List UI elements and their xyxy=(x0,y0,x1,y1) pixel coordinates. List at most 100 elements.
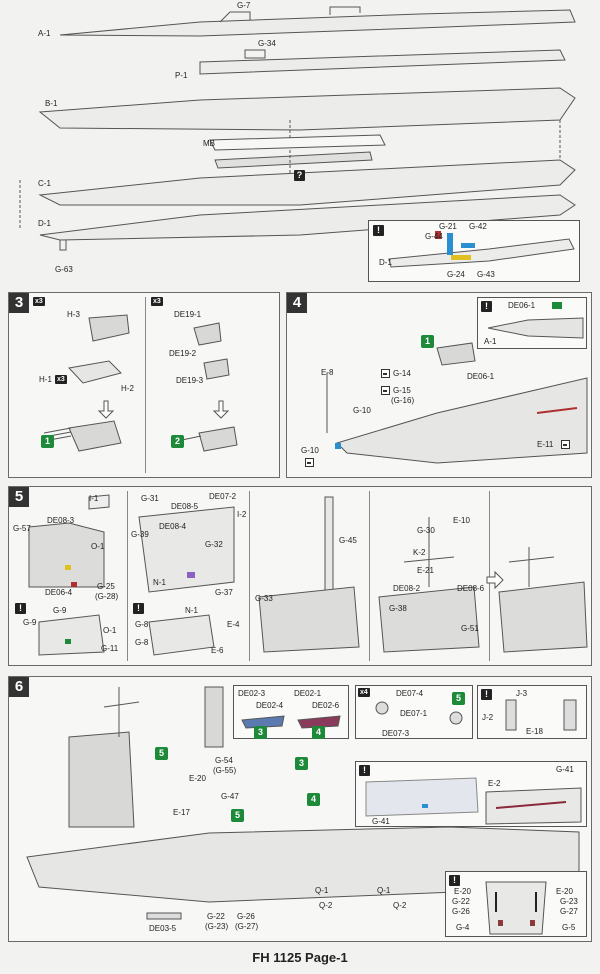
part-label-i1: I-1 xyxy=(89,494,99,503)
propeller-detail-box: ! E-20 E-20 G-22 G-23 G-26 G-27 G-4 G-5 xyxy=(445,871,587,937)
green-color-swatch xyxy=(552,302,562,309)
part-label-h3: H-3 xyxy=(67,310,80,319)
part-label-q2a: Q-2 xyxy=(319,901,333,910)
step-6-panel: 6 DE02-3 DE02-4 3 DE02-1 DE02-6 4 x4 DE0… xyxy=(8,676,592,942)
part-label-e2: E-2 xyxy=(488,779,501,788)
part-label-a1: A-1 xyxy=(38,29,51,38)
part-label-de06-1b: DE06-1 xyxy=(467,372,495,381)
part-label-g8a: G-8 xyxy=(135,620,149,629)
warning-icon: ! xyxy=(481,689,492,700)
part-label-g27: (G-27) xyxy=(235,922,259,931)
result-badge-2: 2 xyxy=(171,435,184,448)
full-ship-drawing xyxy=(26,686,580,920)
railing-detail-box: ! E-2 G-41 G-41 xyxy=(355,761,587,827)
part-label-g22: G-22 xyxy=(207,912,225,921)
divider xyxy=(249,491,250,661)
quantity-badge: x3 xyxy=(33,297,45,306)
superstructure-assembly-drawing xyxy=(28,494,588,656)
part-label-h2: H-2 xyxy=(121,384,134,393)
forward-hull-drawing xyxy=(326,342,588,464)
part-label-de19-3: DE19-3 xyxy=(176,376,204,385)
part-label-k2: K-2 xyxy=(413,548,426,557)
part-label-q1b: Q-1 xyxy=(377,886,391,895)
stern-detail-drawing xyxy=(388,231,575,268)
part-label-g44: G-44 xyxy=(425,232,443,241)
part-label-g10: G-10 xyxy=(353,406,371,415)
propeller-drawing xyxy=(485,881,547,935)
hull-exploded-drawing xyxy=(19,6,576,251)
part-label-e4: E-4 xyxy=(227,620,240,629)
color-callout-icon xyxy=(561,440,570,449)
part-label-h1: H-1 xyxy=(39,375,52,384)
part-label-j2: J-2 xyxy=(482,713,494,722)
part-label-d1: D-1 xyxy=(38,219,51,228)
part-label-g54: G-54 xyxy=(215,756,233,765)
part-label-e20b: E-20 xyxy=(556,887,573,896)
part-label-q2b: Q-2 xyxy=(393,901,407,910)
part-label-o1b: O-1 xyxy=(103,626,117,635)
part-label-e17: E-17 xyxy=(173,808,190,817)
divider xyxy=(489,491,490,661)
turret-badge-1: 1 xyxy=(421,335,434,348)
part-label-g47: G-47 xyxy=(221,792,239,801)
warning-icon: ! xyxy=(481,301,492,312)
part-label-g57: G-57 xyxy=(13,524,31,533)
result-badge-5c: 5 xyxy=(231,809,244,822)
part-label-de03-5: DE03-5 xyxy=(149,924,177,933)
color-callout-icon xyxy=(305,458,314,467)
railing-drawing xyxy=(365,777,582,825)
part-label-b1: B-1 xyxy=(45,99,58,108)
part-label-g23b: G-23 xyxy=(560,897,578,906)
step-number: 3 xyxy=(9,293,29,313)
part-label-g9a: G-9 xyxy=(53,606,67,615)
part-label-g41a: G-41 xyxy=(556,765,574,774)
part-label-g5: G-5 xyxy=(562,923,576,932)
part-label-de19-1: DE19-1 xyxy=(174,310,202,319)
part-label-de08-4: DE08-4 xyxy=(159,522,187,531)
bow-detail-box: ! DE06-1 A-1 xyxy=(477,297,587,349)
part-label-g31: G-31 xyxy=(141,494,159,503)
part-label-de02-4: DE02-4 xyxy=(256,701,284,710)
part-label-g51: G-51 xyxy=(461,624,479,633)
unknown-part-marker: ? xyxy=(294,170,305,181)
divider xyxy=(127,491,128,661)
part-label-g21: G-21 xyxy=(439,222,457,231)
part-label-a1-detail: A-1 xyxy=(484,337,497,346)
quantity-badge-2: x3 xyxy=(151,297,163,306)
part-label-g33: G-33 xyxy=(255,594,273,603)
part-label-e21: E-21 xyxy=(417,566,434,575)
boat-subassembly-box: DE02-3 DE02-4 3 DE02-1 DE02-6 4 xyxy=(233,685,349,739)
part-label-e18: E-18 xyxy=(526,727,543,736)
part-label-de08-6: DE08-6 xyxy=(457,584,485,593)
part-label-g41b: G-41 xyxy=(372,817,390,826)
part-label-e11: E-11 xyxy=(537,440,554,449)
bow-detail-drawing xyxy=(487,317,584,339)
part-label-g23: (G-23) xyxy=(205,922,229,931)
part-label-de06-1: DE06-1 xyxy=(508,301,536,310)
part-label-de19-2: DE19-2 xyxy=(169,349,197,358)
part-label-g10b: G-10 xyxy=(301,446,319,455)
part-label-p1: P-1 xyxy=(175,71,188,80)
part-label-g7: G-7 xyxy=(237,1,251,10)
turret-assembly-drawing xyxy=(43,314,238,452)
step-3-panel: 3 x3 H-3 H-1 x3 H-2 1 x3 DE19-1 DE19-2 D… xyxy=(8,292,280,478)
result-badge-4b: 4 xyxy=(307,793,320,806)
part-label-g43: G-43 xyxy=(477,270,495,279)
part-label-g39: G-39 xyxy=(131,530,149,539)
part-label-g9b: G-9 xyxy=(23,618,37,627)
part-label-g14: G-14 xyxy=(393,369,411,378)
part-label-i2: I-2 xyxy=(237,510,247,519)
part-label-de08-5: DE08-5 xyxy=(171,502,199,511)
part-label-de07-2: DE07-2 xyxy=(209,492,237,501)
searchlight-drawing xyxy=(375,701,463,725)
part-label-de02-6: DE02-6 xyxy=(312,701,340,710)
part-label-g11: G-11 xyxy=(101,644,119,653)
part-label-g26b: G-26 xyxy=(452,907,470,916)
part-label-g16: (G-16) xyxy=(391,396,415,405)
mast-detail-box: ! J-3 J-2 E-18 xyxy=(477,685,587,739)
part-label-n1b: N-1 xyxy=(185,606,198,615)
warning-icon: ! xyxy=(449,875,460,886)
part-label-g34: G-34 xyxy=(258,39,276,48)
quantity-badge: x4 xyxy=(358,688,370,697)
step-number: 4 xyxy=(287,293,307,313)
